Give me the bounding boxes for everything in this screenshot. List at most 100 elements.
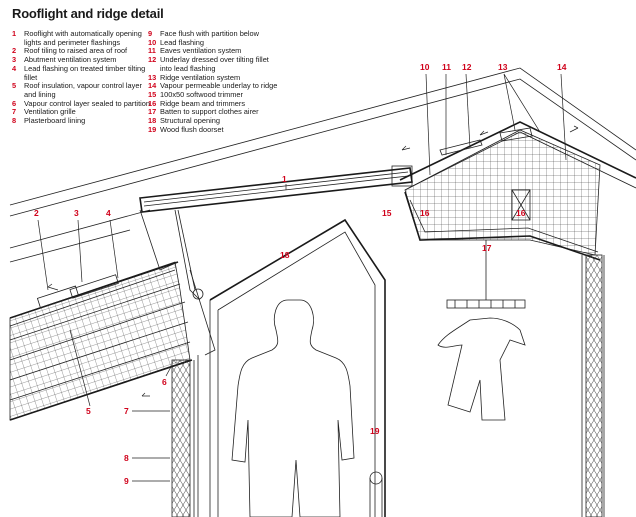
legend-item-text: Vapour control layer sealed to partition — [24, 98, 150, 108]
legend-item-1: 1 Rooflight with automatically opening li… — [12, 29, 152, 47]
legend-item-text: 100x50 softwood trimmer — [160, 89, 243, 99]
door-handle — [369, 471, 383, 517]
callout-6: 6 — [162, 364, 173, 387]
legend-item-text: Rooflight with automatically opening lig… — [24, 29, 142, 47]
svg-text:18: 18 — [280, 250, 290, 260]
legend-item-6: 6 Vapour control layer sealed to partitio… — [12, 98, 152, 109]
diagram-title: Rooflight and ridge detail — [12, 6, 164, 21]
callout-15: 15 — [382, 208, 392, 218]
svg-text:19: 19 — [370, 426, 380, 436]
ridge-section — [399, 121, 636, 261]
legend-item-text: Underlay dressed over tilting fillet int… — [160, 55, 269, 73]
legend-item-5: 5 Roof insulation, vapour control layer a… — [12, 81, 152, 99]
legend-item-number: 14 — [148, 81, 157, 91]
svg-text:12: 12 — [462, 62, 472, 72]
svg-text:16: 16 — [420, 208, 430, 218]
legend-item-text: Abutment ventilation system — [24, 55, 117, 65]
clothes-airer — [437, 240, 526, 421]
legend-item-2: 2 Roof tiling to raised area of roof — [12, 47, 152, 56]
legend-item-text: Lead flashing — [160, 37, 204, 47]
svg-text:17: 17 — [482, 243, 492, 253]
svg-text:4: 4 — [106, 208, 111, 218]
svg-text:2: 2 — [34, 208, 39, 218]
legend-item-number: 13 — [148, 72, 157, 82]
legend-item-number: 1 — [12, 29, 17, 38]
callout-1: 1 — [282, 174, 287, 190]
legend-item-number: 3 — [12, 55, 17, 65]
callout-5: 5 — [69, 329, 91, 416]
legend-item-number: 15 — [148, 89, 157, 99]
svg-text:5: 5 — [86, 406, 91, 416]
callout-14: 14 — [557, 62, 567, 161]
ventilation-arrows-icon — [47, 125, 579, 397]
left-roof-insulation — [9, 261, 193, 421]
callout-9: 9 — [124, 476, 170, 486]
legend-column-left: 1 Rooflight with automatically opening li… — [12, 29, 152, 126]
legend-item-11: 11 Eaves ventilation system — [148, 47, 278, 56]
legend-item-number: 11 — [148, 46, 156, 56]
callout-2: 2 — [34, 208, 49, 291]
legend-item-number: 18 — [148, 116, 157, 126]
legend-item-number: 19 — [148, 124, 157, 134]
door-frame — [209, 218, 386, 517]
svg-text:16: 16 — [516, 208, 526, 218]
legend-item-text: Plasterboard lining — [24, 116, 86, 126]
legend-item-number: 7 — [12, 107, 17, 117]
legend-item-text: Lead flashing on treated timber tilting … — [24, 63, 146, 82]
callout-7: 7 — [124, 406, 170, 416]
svg-text:13: 13 — [498, 62, 508, 72]
callout-18: 18 — [280, 250, 290, 260]
legend-item-number: 10 — [148, 37, 157, 47]
legend-item-text: Ridge ventilation system — [160, 72, 241, 82]
main-roof-outline — [9, 67, 636, 263]
svg-text:11: 11 — [442, 62, 451, 72]
legend-item-number: 6 — [12, 98, 17, 108]
legend-item-text: Structural opening — [160, 116, 220, 126]
callout-11: 11 — [442, 62, 451, 155]
callout-3: 3 — [74, 208, 83, 283]
svg-text:7: 7 — [124, 406, 129, 416]
callout-8: 8 — [124, 453, 170, 463]
legend-item-number: 8 — [12, 116, 17, 126]
legend-item-number: 12 — [148, 55, 157, 65]
legend-item-text: Vapour permeable underlay to ridge — [160, 81, 278, 91]
legend-item-8: 8 Plasterboard lining — [12, 116, 152, 126]
svg-text:6: 6 — [162, 377, 167, 387]
rooflight — [139, 165, 413, 356]
legend-item-text: Roof insulation, vapour control layer an… — [24, 81, 142, 99]
legend-item-number: 16 — [148, 98, 157, 108]
callout-16a: 16 — [420, 208, 430, 218]
legend-item-text: Batten to support clothes airer — [160, 107, 259, 117]
legend-item-text: Roof tiling to raised area of roof — [24, 46, 128, 56]
legend-item-number: 17 — [148, 107, 157, 117]
legend-item-4: 4 Lead flashing on treated timber tilting… — [12, 63, 152, 82]
svg-text:10: 10 — [420, 62, 430, 72]
legend-item-text: Ventilation grille — [24, 107, 76, 117]
svg-text:14: 14 — [557, 62, 567, 72]
legend-item-3: 3 Abutment ventilation system — [12, 55, 152, 65]
right-wall — [581, 254, 605, 517]
legend-item-number: 9 — [148, 29, 153, 38]
svg-text:9: 9 — [124, 476, 129, 486]
person-silhouette — [231, 299, 355, 517]
legend-item-7: 7 Ventilation grille — [12, 108, 152, 117]
callout-4: 4 — [106, 208, 119, 279]
callout-13: 13 — [498, 62, 541, 133]
callout-10: 10 — [420, 62, 431, 176]
legend-item-text: Eaves ventilation system — [160, 46, 242, 56]
svg-text:1: 1 — [282, 174, 287, 184]
legend-item-text: Wood flush doorset — [160, 124, 224, 134]
legend-item-number: 4 — [12, 63, 17, 73]
legend-item-number: 5 — [12, 81, 17, 91]
svg-text:8: 8 — [124, 453, 129, 463]
legend-item-number: 2 — [12, 46, 17, 56]
